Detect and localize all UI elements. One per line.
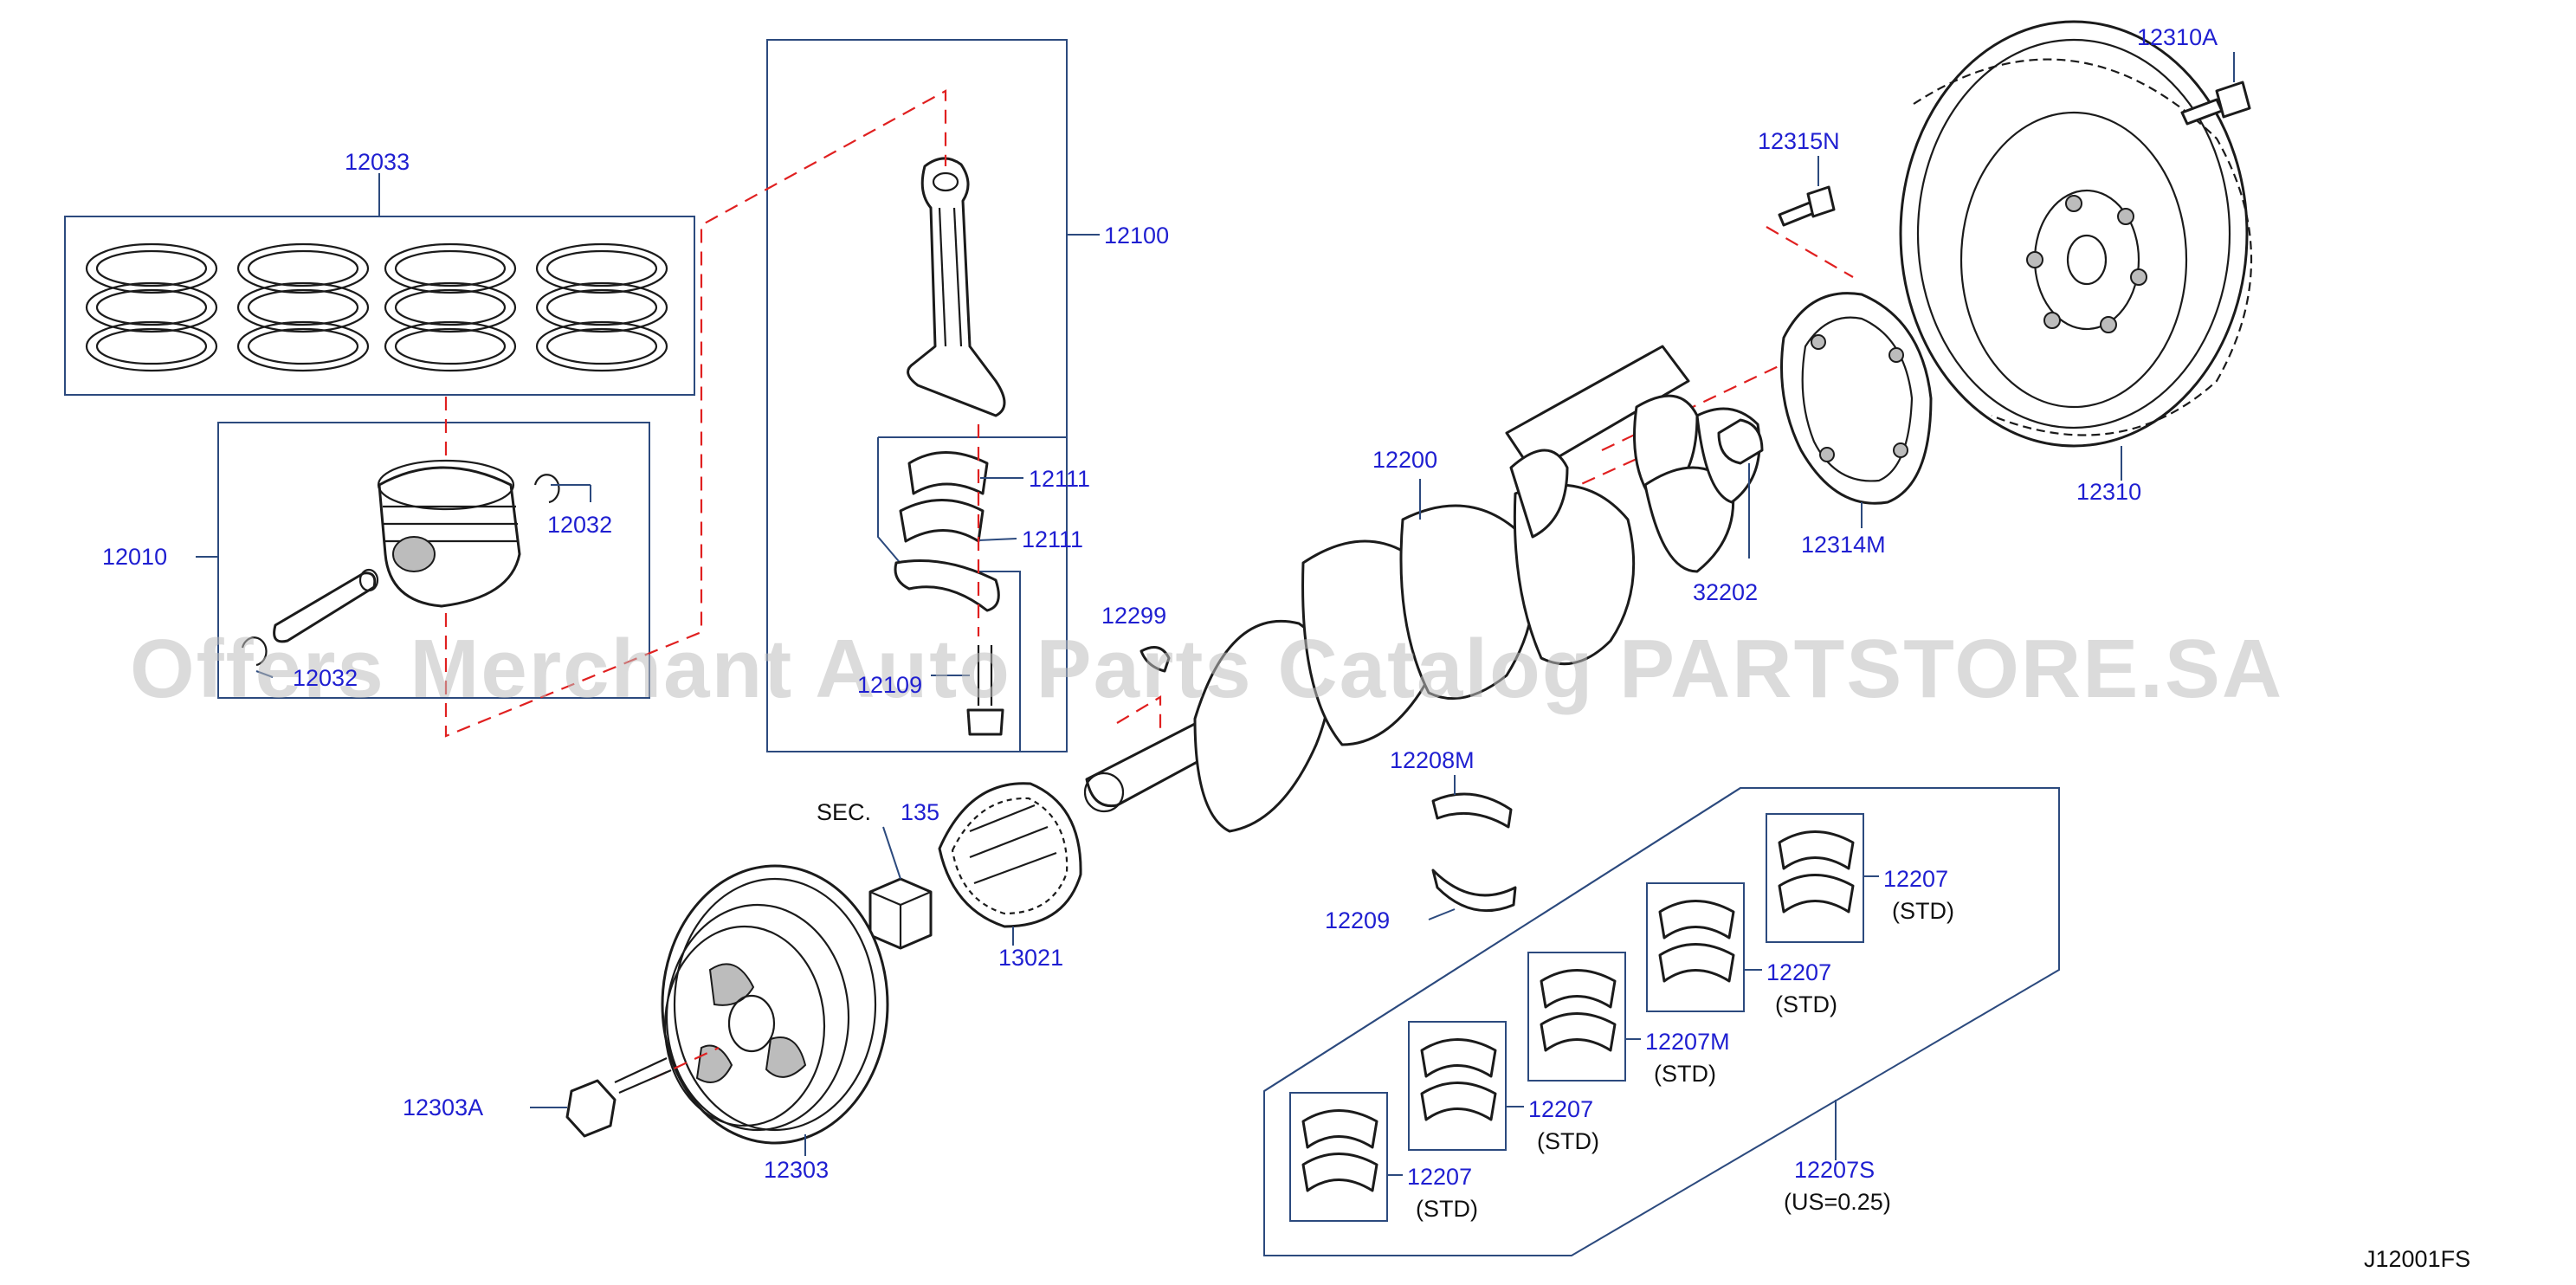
connecting-rod-bearing-upper bbox=[907, 451, 1023, 495]
flywheel bbox=[1899, 20, 2253, 481]
woodruff-key bbox=[1140, 646, 1171, 673]
crankshaft bbox=[1083, 345, 1761, 833]
label-bearing-1-number[interactable]: 12207 bbox=[1407, 1164, 1472, 1190]
label-12109[interactable]: 12109 bbox=[857, 672, 922, 698]
main-bearing-5 bbox=[1766, 813, 1879, 943]
connecting-rod-cap bbox=[894, 559, 1000, 612]
crank-pulley-bolt bbox=[530, 1047, 720, 1138]
watermark: Offers Merchant Auto Parts Catalog PARTS… bbox=[130, 623, 2283, 715]
label-bearing-5-note: (STD) bbox=[1892, 898, 1954, 924]
label-bearing-3-number[interactable]: 12207M bbox=[1645, 1029, 1730, 1055]
main-bearing-1 bbox=[1289, 1092, 1403, 1222]
crank-spacer bbox=[868, 826, 933, 950]
main-bearing-2 bbox=[1408, 1021, 1524, 1151]
label-12032-upper[interactable]: 12032 bbox=[547, 512, 612, 538]
label-12299[interactable]: 12299 bbox=[1101, 603, 1166, 629]
connecting-rod bbox=[907, 157, 1006, 417]
crank-sprocket bbox=[938, 782, 1082, 946]
label-12111-lower[interactable]: 12111 bbox=[1022, 526, 1083, 552]
main-bearing-3 bbox=[1527, 952, 1641, 1082]
label-bearing-2-note: (STD) bbox=[1537, 1128, 1599, 1154]
label-bearing-3-note: (STD) bbox=[1654, 1061, 1716, 1087]
label-13021[interactable]: 13021 bbox=[998, 945, 1063, 971]
label-12208M[interactable]: 12208M bbox=[1390, 747, 1475, 773]
label-bearing-2-number[interactable]: 12207 bbox=[1528, 1096, 1593, 1122]
snap-ring-upper bbox=[533, 474, 591, 504]
label-12303[interactable]: 12303 bbox=[764, 1157, 829, 1183]
label-12315N[interactable]: 12315N bbox=[1758, 128, 1840, 154]
label-12310[interactable]: 12310 bbox=[2076, 479, 2141, 505]
piston-ring-stack-2 bbox=[236, 242, 370, 372]
piston-ring-stack-4 bbox=[535, 242, 668, 372]
signal-plate-bolt bbox=[1778, 156, 1836, 227]
pilot-bushing bbox=[1717, 418, 1764, 559]
piston-pin bbox=[273, 568, 379, 643]
label-12111-upper[interactable]: 12111 bbox=[1029, 466, 1090, 492]
flywheel-bolt bbox=[2180, 52, 2251, 126]
label-12200[interactable]: 12200 bbox=[1372, 447, 1437, 473]
snap-ring-lower bbox=[241, 636, 274, 678]
thrust-washer-lower bbox=[1428, 869, 1517, 920]
label-bearing-5-number[interactable]: 12207 bbox=[1883, 866, 1948, 892]
label-12303A[interactable]: 12303A bbox=[403, 1095, 483, 1120]
piston-ring-stack-3 bbox=[384, 242, 517, 372]
label-sec-135[interactable]: 135 bbox=[901, 799, 939, 825]
label-12100[interactable]: 12100 bbox=[1104, 223, 1169, 249]
connecting-rod-box bbox=[766, 39, 1100, 752]
connecting-rod-bolt bbox=[931, 645, 1004, 736]
piston-ring-stack-1 bbox=[85, 242, 218, 372]
piston bbox=[377, 459, 521, 608]
piston-ring-set-box bbox=[64, 173, 695, 396]
label-12010[interactable]: 12010 bbox=[102, 544, 167, 570]
crank-pulley bbox=[661, 864, 889, 1156]
label-bearing-4-note: (STD) bbox=[1775, 991, 1837, 1017]
thrust-washer-upper bbox=[1431, 775, 1513, 829]
piston-box bbox=[196, 422, 650, 699]
main-bearing-4 bbox=[1646, 882, 1762, 1012]
label-bearing-4-number[interactable]: 12207 bbox=[1766, 959, 1831, 985]
label-32202[interactable]: 32202 bbox=[1693, 579, 1758, 605]
label-sec-prefix: SEC. bbox=[817, 799, 871, 825]
diagram-code: J12001FS bbox=[2364, 1246, 2470, 1272]
label-12314M[interactable]: 12314M bbox=[1801, 532, 1886, 558]
label-12209[interactable]: 12209 bbox=[1325, 907, 1390, 933]
label-12207S[interactable]: 12207S bbox=[1794, 1157, 1875, 1183]
label-12033[interactable]: 12033 bbox=[345, 149, 410, 175]
label-bearing-1-note: (STD) bbox=[1416, 1196, 1478, 1222]
label-12310A[interactable]: 12310A bbox=[2137, 24, 2218, 50]
label-12032-lower[interactable]: 12032 bbox=[293, 665, 358, 691]
label-12207S-note: (US=0.25) bbox=[1784, 1189, 1891, 1215]
main-bearing-set-box bbox=[1263, 787, 2060, 1256]
signal-plate bbox=[1780, 292, 1933, 528]
connecting-rod-bearing-lower bbox=[899, 499, 1017, 543]
piston-rings bbox=[85, 242, 668, 372]
